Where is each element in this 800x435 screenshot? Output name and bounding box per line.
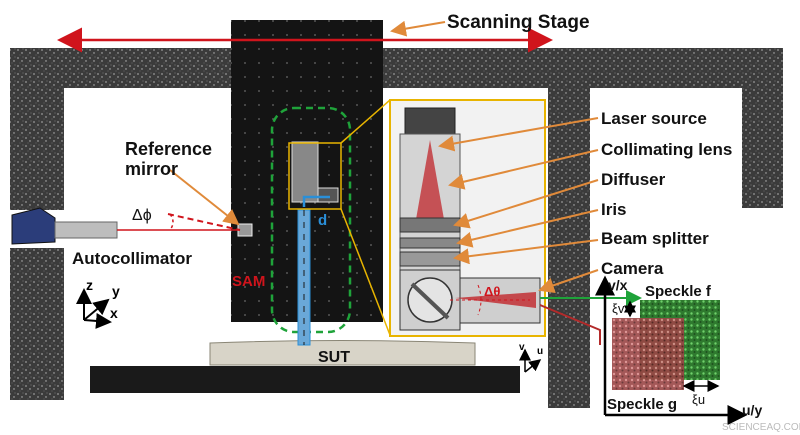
autocollimator-body (11, 207, 56, 245)
sut-label: SUT (318, 349, 350, 366)
zoom-line-bottom (340, 208, 391, 336)
vx-axis-label: v/x (608, 277, 628, 293)
laser-assembly (399, 107, 461, 271)
delta-theta-label: Δθ (484, 284, 500, 299)
laser-source-label: Laser source (601, 109, 707, 128)
collimating-lens-label: Collimating lens (601, 140, 732, 159)
component-callouts (438, 117, 599, 293)
xi-v-label: ξv (612, 301, 625, 316)
axis-v-label: v (519, 342, 525, 353)
xi-u-label: ξu (692, 392, 705, 407)
reference-mirror-label: Reference mirror (125, 139, 217, 179)
sam-label: SAM (232, 273, 265, 290)
axis-u-label: u (537, 346, 543, 357)
sam-small-head (291, 141, 319, 203)
camera-label: Camera (601, 259, 664, 278)
autocollimator-tube (54, 221, 118, 239)
autocollimator-label: Autocollimator (72, 249, 192, 268)
base-plate (90, 366, 520, 393)
zoom-line-top (340, 99, 391, 144)
uv-axes (519, 348, 542, 373)
reference-mirror (237, 223, 253, 237)
reference-mirror-callout (169, 169, 240, 226)
beam-splitter-camera (399, 269, 541, 331)
speckle-g-label: Speckle g (607, 396, 677, 413)
sam-small-box (317, 187, 339, 203)
sut-surface (209, 340, 476, 366)
beam-path-d (302, 195, 330, 207)
scanning-stage-callout (390, 20, 446, 37)
speckle-panel (539, 275, 748, 425)
sam-rod (297, 209, 311, 346)
iris-label: Iris (601, 200, 627, 219)
speckle-f-label: Speckle f (645, 283, 712, 300)
uy-axis-label: u/y (742, 402, 762, 418)
watermark: SCIENCEAQ.COM (722, 422, 800, 433)
axis-z-label: z (86, 277, 93, 293)
sam-boundary (270, 106, 352, 334)
delta-phi-label: Δϕ (132, 207, 152, 224)
delta-phi-arc (169, 213, 174, 231)
d-label: d (318, 212, 327, 229)
deflected-beam (167, 213, 241, 231)
diffuser-label: Diffuser (601, 170, 666, 189)
xyz-axes (76, 288, 112, 329)
scanning-stage-label: Scanning Stage (447, 12, 590, 33)
sam-zoom-region (288, 142, 342, 210)
axis-y-label: y (112, 283, 120, 299)
granite-frame (10, 48, 783, 408)
axis-x-label: x (110, 305, 118, 321)
beam-splitter-label: Beam splitter (601, 229, 709, 248)
